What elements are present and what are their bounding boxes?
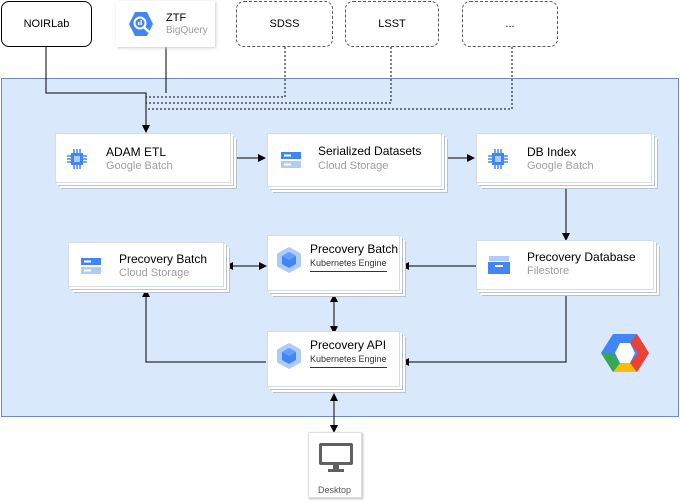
monitor-icon xyxy=(319,443,353,472)
desktop-label: Desktop xyxy=(318,485,352,495)
source-more-label: ... xyxy=(505,18,515,30)
node-precovery-batch-storage-title: Precovery Batch xyxy=(119,252,208,266)
node-precovery-api-title: Precovery API xyxy=(310,338,387,352)
node-adam-etl[interactable]: ADAM ETL Google Batch xyxy=(55,133,231,183)
node-precovery-api[interactable]: Precovery API Kubernetes Engine xyxy=(267,331,400,387)
source-sdss[interactable]: SDSS xyxy=(236,1,333,47)
node-precovery-db-title: Precovery Database xyxy=(527,250,636,264)
source-ztf[interactable]: ZTF BigQuery xyxy=(116,1,215,47)
node-serialized-title: Serialized Datasets xyxy=(318,144,422,158)
node-precovery-api-subtitle: Kubernetes Engine xyxy=(310,354,387,368)
compute-chip-icon xyxy=(488,149,508,169)
desktop-client[interactable]: Desktop xyxy=(308,432,362,498)
source-lsst-label: LSST xyxy=(378,18,406,30)
cloud-storage-icon xyxy=(81,258,101,274)
node-db-index[interactable]: DB Index Google Batch xyxy=(476,133,652,183)
source-ztf-subtitle: BigQuery xyxy=(166,25,208,36)
bigquery-icon xyxy=(129,12,153,36)
node-precovery-batch-k8s-subtitle: Kubernetes Engine xyxy=(310,258,387,272)
compute-chip-icon xyxy=(67,149,87,169)
google-cloud-logo-icon xyxy=(601,334,649,372)
source-sdss-label: SDSS xyxy=(269,18,300,30)
node-precovery-batch-storage-subtitle: Cloud Storage xyxy=(119,267,190,279)
source-ztf-title: ZTF xyxy=(166,12,187,24)
source-noirlab-label: NOIRLab xyxy=(23,18,70,30)
kubernetes-engine-icon xyxy=(277,247,301,273)
node-precovery-batch-k8s[interactable]: Precovery Batch Kubernetes Engine xyxy=(267,235,400,291)
source-noirlab[interactable]: NOIRLab xyxy=(1,1,92,47)
filestore-icon xyxy=(488,256,510,274)
node-precovery-batch-k8s-title: Precovery Batch xyxy=(310,242,399,256)
node-db-index-subtitle: Google Batch xyxy=(527,160,594,172)
node-adam-etl-title: ADAM ETL xyxy=(106,145,167,159)
node-precovery-db-subtitle: Filestore xyxy=(527,265,570,277)
node-db-index-title: DB Index xyxy=(527,145,577,159)
node-serialized-datasets[interactable]: Serialized Datasets Cloud Storage xyxy=(267,133,442,187)
node-precovery-batch-storage[interactable]: Precovery Batch Cloud Storage xyxy=(68,242,224,287)
source-more[interactable]: ... xyxy=(462,1,558,47)
node-serialized-subtitle: Cloud Storage xyxy=(318,160,389,172)
kubernetes-engine-icon xyxy=(277,343,301,369)
source-lsst[interactable]: LSST xyxy=(345,1,439,47)
node-precovery-database[interactable]: Precovery Database Filestore xyxy=(476,240,654,290)
node-adam-etl-subtitle: Google Batch xyxy=(106,160,173,172)
cloud-storage-icon xyxy=(281,152,301,168)
